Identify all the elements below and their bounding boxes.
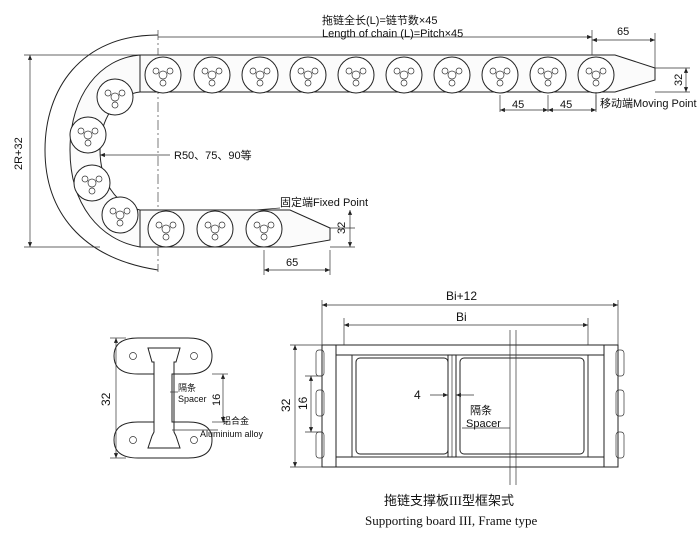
- frame-spacer-en: Spacer: [466, 418, 501, 430]
- caption-cn: 拖链支撑板III型框架式: [384, 493, 514, 508]
- dim-45-a: 45: [512, 99, 524, 111]
- height-label: 2R+32: [13, 137, 25, 170]
- dim-32-bottom: 32: [336, 222, 348, 234]
- bend-disks: [69, 78, 139, 234]
- caption-en: Supporting board III, Frame type: [365, 513, 537, 528]
- left-window: [355, 357, 449, 455]
- dim-65-top: 65: [617, 26, 629, 38]
- frame-view: Bi+12 Bi 32 16 4 隔条 Spacer: [279, 289, 625, 485]
- frame-dim-16: 16: [296, 396, 310, 410]
- dim-32-right: 32: [673, 74, 685, 86]
- right-window: [459, 357, 585, 455]
- material-label-cn: 铝合金: [222, 415, 249, 426]
- dim-45-b: 45: [560, 99, 572, 111]
- spacer-label-en: Spacer: [178, 394, 207, 404]
- lower-run: [139, 209, 331, 248]
- radius-label: R50、75、90等: [174, 148, 252, 162]
- length-label-en: Length of chain (L)=Pitch×45: [322, 28, 463, 40]
- outer-bend-arc: [44, 34, 159, 271]
- bottom-bar: [335, 456, 605, 468]
- middle-spacer: [447, 354, 457, 458]
- top-bar: [335, 344, 605, 356]
- outer-width-label: Bi+12: [446, 289, 477, 303]
- frame-dim-4: 4: [414, 388, 421, 402]
- fixed-point-label: 固定端Fixed Point: [280, 195, 368, 209]
- spacer-label-cn: 隔条: [178, 382, 196, 393]
- spacer-outline: [113, 337, 213, 459]
- upper-disks: [144, 56, 615, 94]
- length-label-cn: 拖链全长(L)=链节数×45: [322, 13, 438, 27]
- inner-width-label: Bi: [456, 310, 467, 324]
- chain-side-view: 拖链全长(L)=链节数×45 Length of chain (L)=Pitch…: [13, 13, 697, 275]
- lower-disks: [147, 210, 283, 248]
- spacer-profile: 32 16 隔条 Spacer 铝合金 Aluminium alloy: [99, 337, 264, 459]
- spacer-dim-32: 32: [99, 392, 113, 406]
- spacer-dim-16: 16: [211, 394, 223, 406]
- moving-point-label: 移动端Moving Point: [600, 97, 697, 110]
- spacer-i-beam: [147, 347, 181, 449]
- frame-dim-32: 32: [279, 398, 293, 412]
- dim-65-bottom: 65: [286, 257, 298, 269]
- material-label-en: Aluminium alloy: [200, 429, 264, 439]
- frame-spacer-cn: 隔条: [470, 403, 492, 417]
